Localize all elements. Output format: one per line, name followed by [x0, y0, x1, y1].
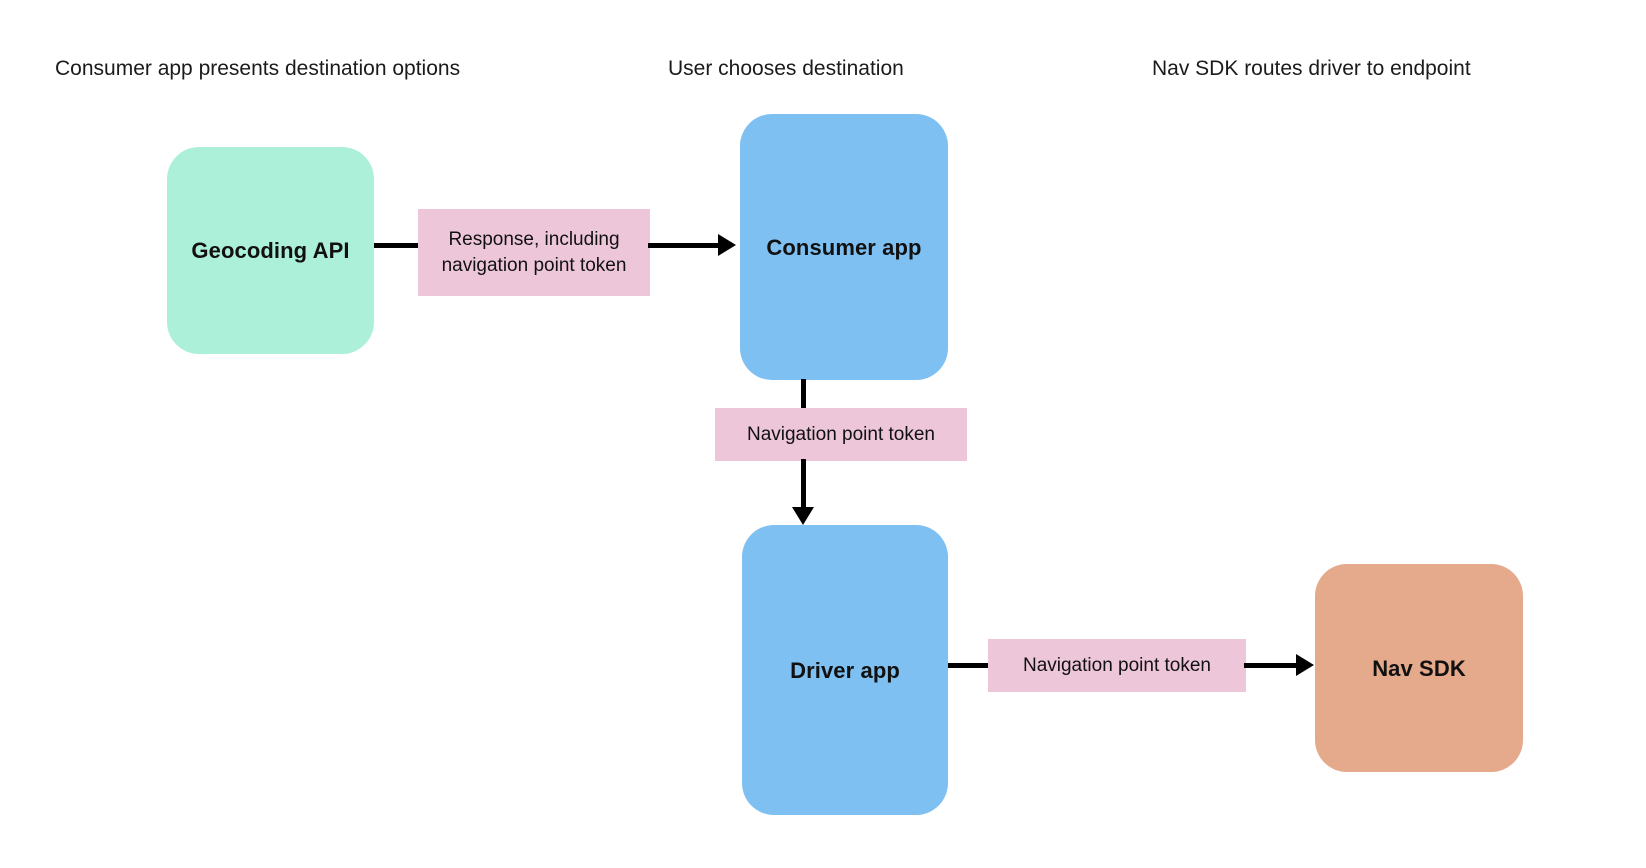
- edge-geocoding-to-consumer-arrowhead: [718, 234, 736, 256]
- edge-consumer-to-driver-line-top: [801, 379, 806, 411]
- node-nav-sdk[interactable]: Nav SDK: [1315, 564, 1523, 772]
- column-header-consumer-options: Consumer app presents destination option…: [55, 57, 461, 80]
- edge-driver-to-navsdk-line-right: [1244, 663, 1300, 668]
- node-geocoding-api[interactable]: Geocoding API: [167, 147, 374, 354]
- column-header-nav-routes: Nav SDK routes driver to endpoint: [1152, 57, 1471, 80]
- edge-label-navigation-point-token-driver-to-navsdk: Navigation point token: [988, 639, 1246, 692]
- node-nav-sdk-label: Nav SDK: [1372, 655, 1466, 681]
- column-header-user-chooses: User chooses destination: [668, 57, 904, 80]
- node-geocoding-api-label: Geocoding API: [191, 238, 350, 263]
- edge-driver-to-navsdk-arrowhead: [1296, 654, 1314, 676]
- edge-consumer-to-driver-line-bottom: [801, 459, 806, 511]
- node-consumer-app-label: Consumer app: [766, 234, 922, 260]
- edge-geocoding-to-consumer-line-right: [648, 243, 722, 248]
- edge-label-navigation-point-token-consumer-text: Navigation point token: [746, 423, 935, 445]
- edge-label-response-including-navigation-point-token: Response, including navigation point tok…: [418, 209, 650, 296]
- node-driver-app[interactable]: Driver app: [742, 525, 948, 815]
- edge-consumer-to-driver-arrowhead: [792, 507, 814, 525]
- edge-label-response-text: Response, including navigation point tok…: [441, 228, 627, 276]
- node-consumer-app[interactable]: Consumer app: [740, 114, 948, 380]
- edge-label-navigation-point-token-driver-text: Navigation point token: [1022, 654, 1211, 676]
- edge-driver-to-navsdk-line-left: [948, 663, 992, 668]
- edge-label-navigation-point-token-consumer-to-driver: Navigation point token: [715, 408, 967, 461]
- node-driver-app-label: Driver app: [790, 657, 900, 683]
- edge-geocoding-to-consumer-line-left: [374, 243, 420, 248]
